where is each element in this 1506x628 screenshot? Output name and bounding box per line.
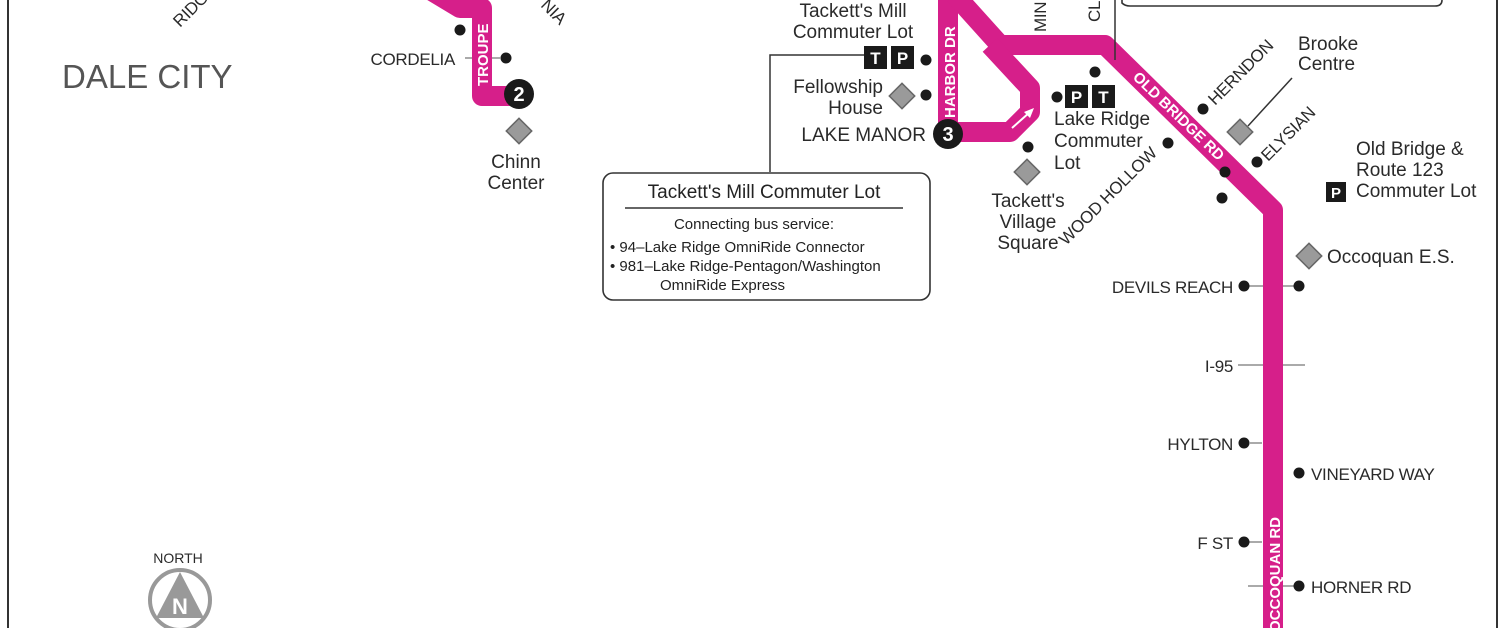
callout-tacketts-mill: Tackett's Mill Commuter Lot Connecting b… [602, 54, 931, 301]
landmark-occoquan-es: Occoquan E.S. [1295, 242, 1455, 270]
svg-text:NORTH: NORTH [153, 550, 203, 566]
transit-badge-icon [864, 46, 887, 69]
commuter-lot-lake-ridge: P T Lake Ridge Commuter Lot [1054, 85, 1150, 174]
landmark-diamond-icon [1226, 118, 1254, 146]
svg-text:T: T [1098, 88, 1109, 107]
callout-line: • 981–Lake Ridge-Pentagon/Washington [610, 258, 881, 275]
stop-dot [500, 52, 512, 64]
svg-text:Lot: Lot [1054, 153, 1081, 174]
stop-dot [1197, 103, 1209, 115]
svg-text:Commuter: Commuter [1054, 131, 1143, 152]
timepoint-2: 2 [504, 79, 534, 109]
callout-title: Tackett's Mill Commuter Lot [648, 182, 881, 203]
callout-subtitle: Connecting bus service: [674, 216, 834, 233]
landmark-fellowship-house: Fellowship House [793, 77, 916, 119]
partial-label-cl: CL [1085, 1, 1104, 22]
landmark-diamond-icon [1295, 242, 1323, 270]
stop-dot [1238, 280, 1250, 292]
svg-text:House: House [828, 98, 883, 119]
street-label-occoquan-rd: OCCOQUAN RD [1267, 517, 1284, 628]
landmark-diamond-icon [888, 82, 916, 110]
stop-dot [920, 89, 932, 101]
street-label-troupe: TROUPE [475, 23, 492, 86]
svg-text:Lake Ridge: Lake Ridge [1054, 109, 1150, 130]
stop-label-f-st: F ST [1197, 534, 1233, 553]
timepoint-3: 3 [933, 119, 963, 149]
stop-dot [1089, 66, 1101, 78]
street-label-harbor-dr: HARBOR DR [942, 26, 959, 118]
stop-label-elysian: ELYSIAN [1257, 103, 1319, 165]
parking-badge-icon [1065, 85, 1088, 108]
stop-dot [454, 24, 466, 36]
svg-text:N: N [172, 594, 188, 619]
svg-text:Chinn: Chinn [491, 152, 541, 173]
svg-text:P: P [1071, 88, 1082, 107]
stop-dot [1162, 137, 1174, 149]
svg-text:Village: Village [1000, 212, 1057, 233]
stop-label-cordelia: CORDELIA [370, 50, 455, 69]
parking-badge-icon [1326, 182, 1346, 202]
transit-badge-icon [1092, 85, 1115, 108]
landmark-diamond-icon [1013, 158, 1041, 186]
svg-text:3: 3 [942, 124, 953, 146]
parking-badge-icon [891, 46, 914, 69]
svg-text:P: P [897, 49, 908, 68]
svg-text:Brooke: Brooke [1298, 34, 1358, 55]
svg-text:Tackett's Mill: Tackett's Mill [799, 1, 906, 22]
svg-text:Fellowship: Fellowship [793, 77, 883, 98]
landmark-tacketts-village-square: Tackett's Village Square [991, 158, 1065, 254]
stop-dot [1238, 536, 1250, 548]
stop-label-devils-reach: DEVILS REACH [1112, 278, 1233, 297]
stop-dot [1293, 580, 1305, 592]
direction-arrow-icon [1011, 108, 1034, 129]
stop-dot [1219, 166, 1231, 178]
stop-dot [1293, 467, 1305, 479]
landmark-chinn-center: Chinn Center [487, 117, 545, 194]
stop-label-vineyard-way: VINEYARD WAY [1311, 465, 1435, 484]
stop-dot [1293, 280, 1305, 292]
svg-text:Commuter Lot: Commuter Lot [793, 22, 914, 43]
svg-text:Tackett's: Tackett's [991, 191, 1064, 212]
north-arrow-icon [148, 568, 212, 628]
svg-text:T: T [870, 49, 881, 68]
callout-box-top-partial [1121, 0, 1443, 7]
partial-label-nia: NIA [537, 0, 571, 29]
area-label: DALE CITY [62, 58, 233, 95]
svg-text:Square: Square [997, 233, 1058, 254]
stop-label-i95: I-95 [1205, 357, 1233, 376]
svg-text:Centre: Centre [1298, 54, 1355, 75]
landmark-diamond-icon [505, 117, 533, 145]
stop-label-lake-manor: LAKE MANOR [801, 125, 926, 146]
svg-text:Occoquan E.S.: Occoquan E.S. [1327, 247, 1455, 268]
north-arrow: NORTH N [148, 550, 212, 628]
stop-label-hylton: HYLTON [1167, 435, 1233, 454]
commuter-lot-old-bridge-route-123: Old Bridge & Route 123 P Commuter Lot [1326, 139, 1477, 202]
commuter-lot-tacketts-mill: Tackett's Mill Commuter Lot T P [793, 1, 914, 69]
svg-text:2: 2 [513, 84, 524, 106]
stop-dot [1238, 437, 1250, 449]
stop-label-herndon: HERNDON [1204, 36, 1277, 109]
stop-dot [920, 54, 932, 66]
svg-text:Commuter Lot: Commuter Lot [1356, 181, 1477, 202]
stop-label-horner-rd: HORNER RD [1311, 578, 1411, 597]
partial-label-min: MIN [1031, 2, 1050, 32]
svg-text:Center: Center [487, 173, 545, 194]
stop-dot [1216, 192, 1228, 204]
callout-line: OmniRide Express [660, 277, 785, 294]
callout-line: • 94–Lake Ridge OmniRide Connector [610, 239, 865, 256]
partial-label-ridge: RIDG [169, 0, 212, 31]
stop-dot [1022, 141, 1034, 153]
stop-dot [1251, 156, 1263, 168]
svg-text:Route 123: Route 123 [1356, 160, 1444, 181]
svg-text:P: P [1331, 185, 1341, 202]
svg-text:Old Bridge &: Old Bridge & [1356, 139, 1464, 160]
stop-dot [1051, 91, 1063, 103]
landmark-brooke-centre: Brooke Centre [1226, 34, 1358, 146]
bus-stops [454, 24, 1305, 592]
